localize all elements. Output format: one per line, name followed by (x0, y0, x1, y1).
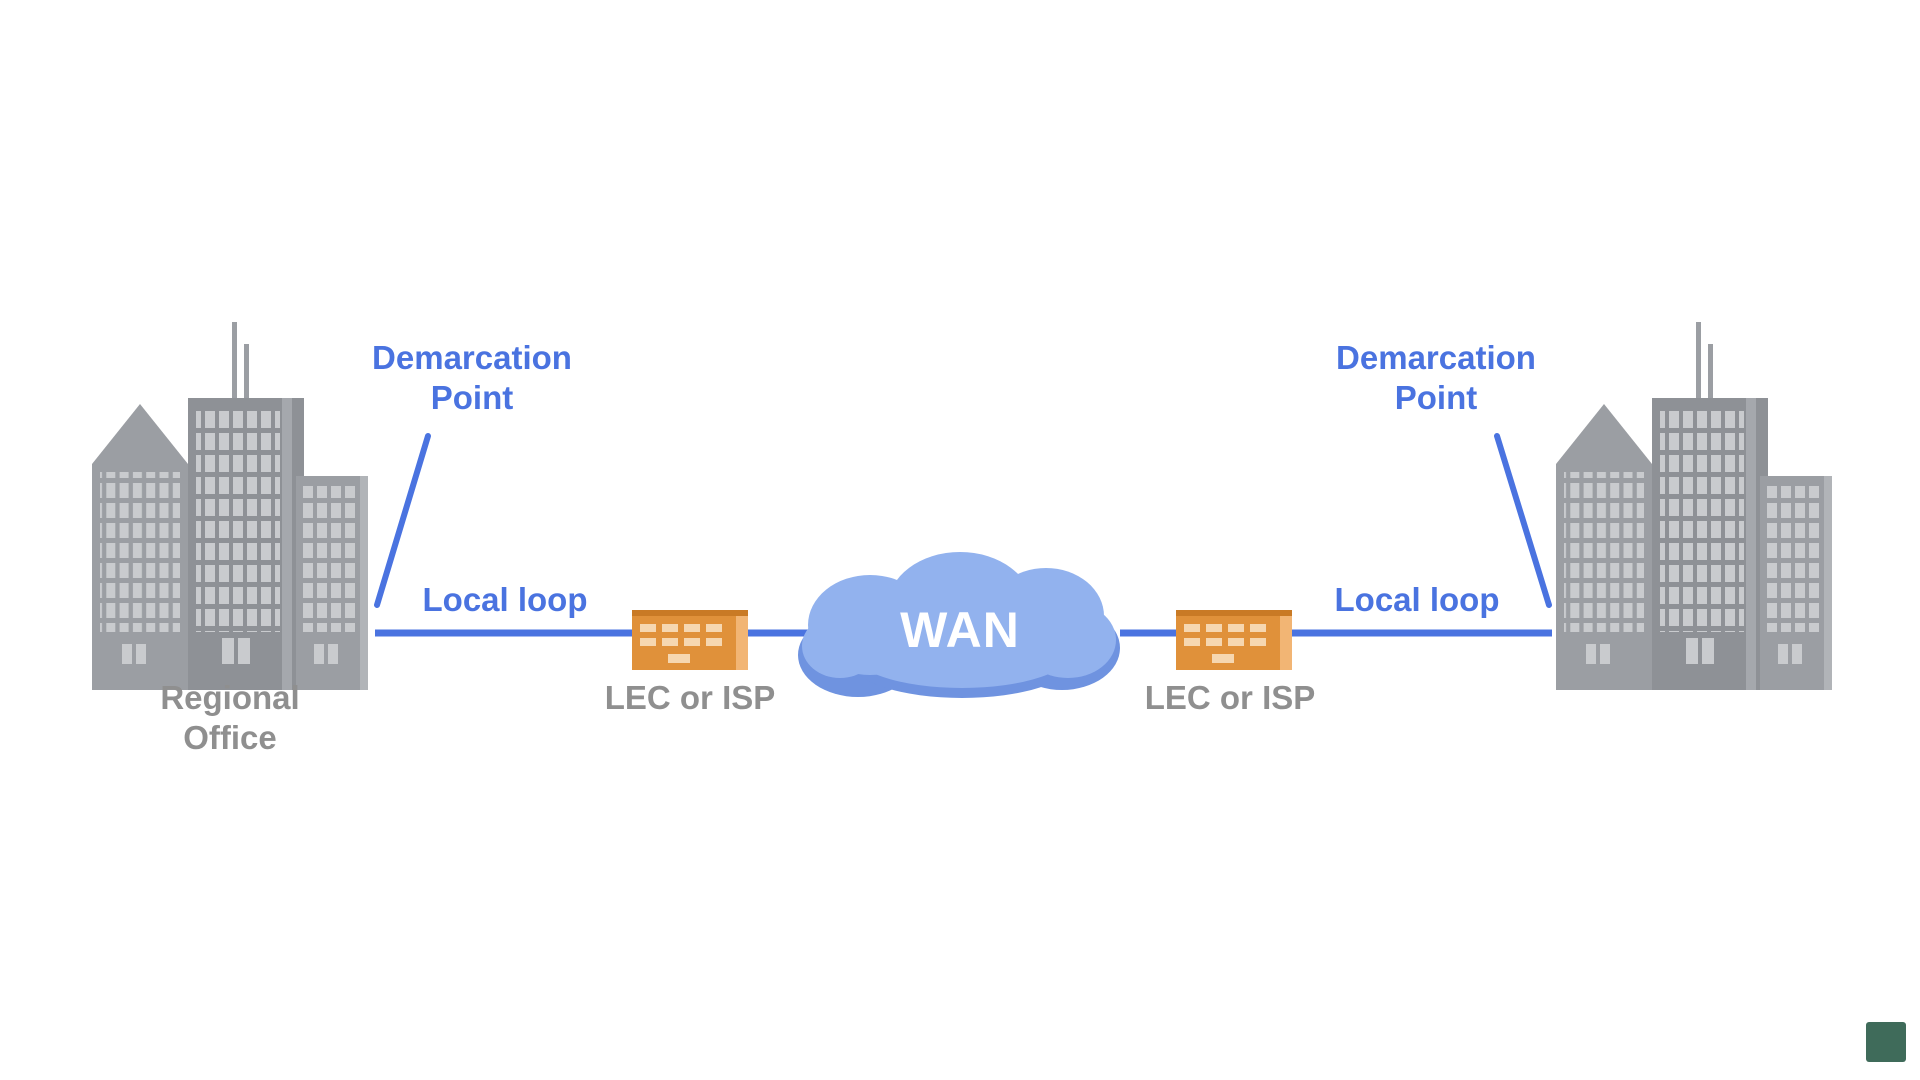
right-local-loop-label: Local loop (1334, 581, 1500, 618)
channel-logo (1866, 1022, 1906, 1062)
right-isp-device-icon (1176, 610, 1292, 670)
left-isp-device-icon (632, 610, 748, 670)
left-demarcation-label: Demarcation Point (372, 339, 572, 416)
right-device-label: LEC or ISP (1144, 679, 1316, 716)
right-demarcation-label: Demarcation Point (1336, 339, 1536, 416)
wan-label: WAN (900, 602, 1020, 658)
left-demarcation-pointer (374, 433, 431, 608)
regional-office-label: Regional Office (160, 679, 300, 756)
wan-cloud-icon (798, 552, 1120, 698)
left-local-loop-label: Local loop (422, 581, 588, 618)
right-demarcation-pointer (1494, 433, 1552, 608)
left-device-label: LEC or ISP (604, 679, 776, 716)
left-office-buildings-icon (92, 322, 368, 690)
right-office-buildings-icon (1556, 322, 1832, 690)
